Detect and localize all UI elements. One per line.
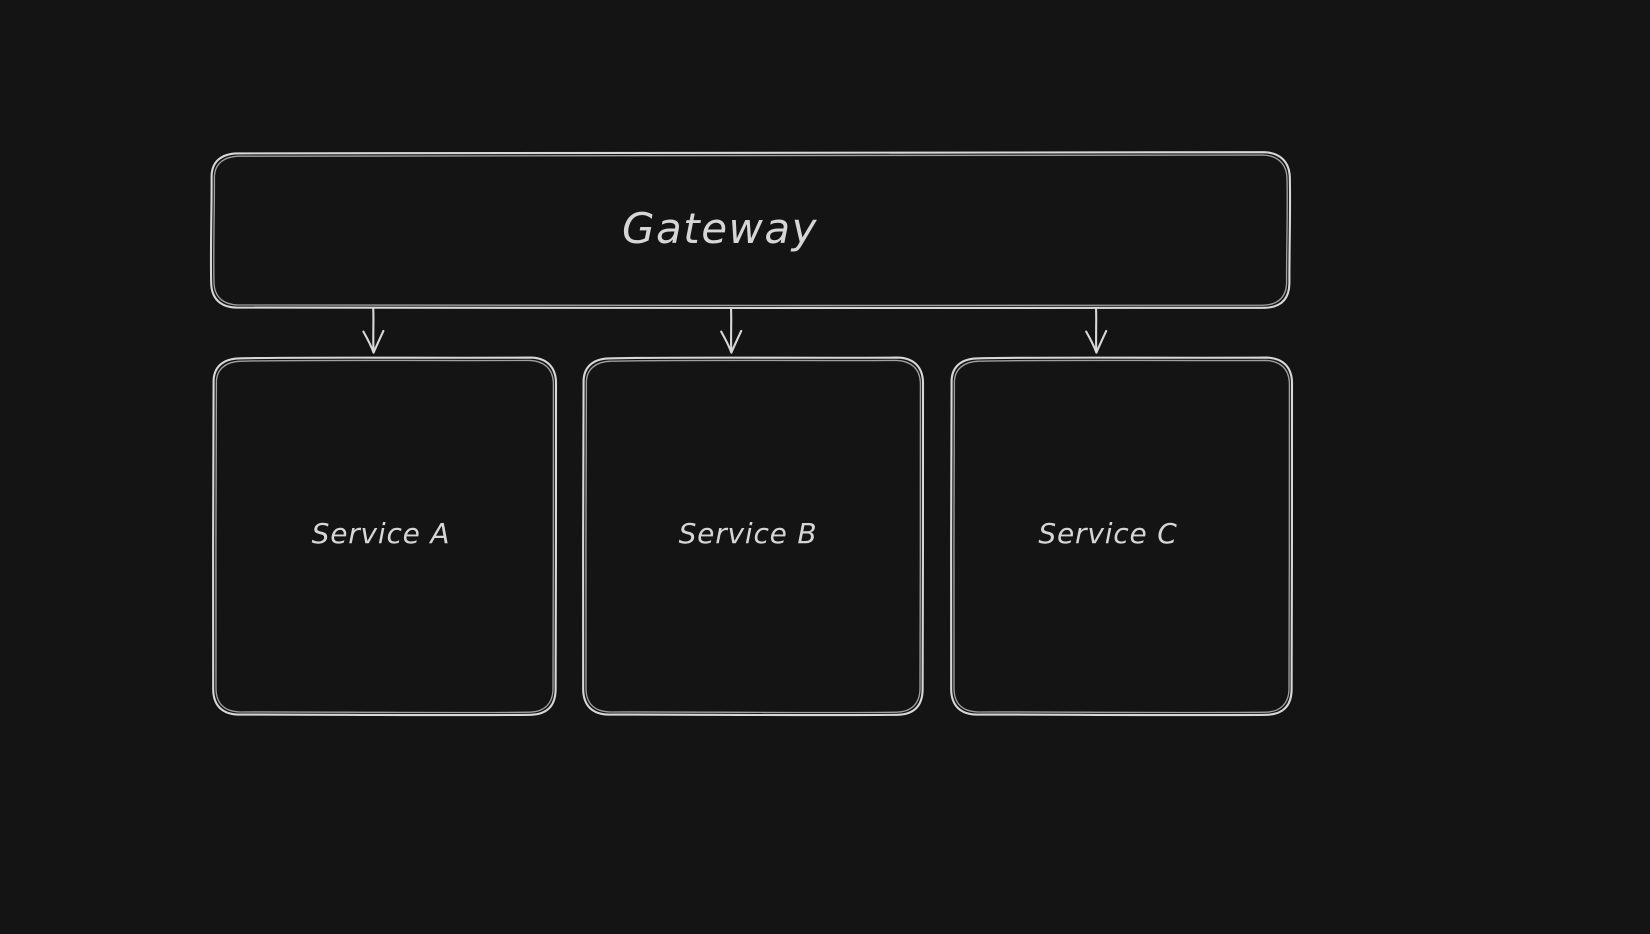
gateway-label: Gateway (622, 204, 818, 253)
arrow-head-icon (720, 329, 743, 354)
arrow-head-icon (362, 329, 385, 354)
service-b-label: Service B (679, 517, 818, 550)
node-service-c[interactable]: Service C (949, 356, 1294, 717)
service-c-outline-second-pass (953, 359, 1291, 714)
gateway-outline-second-pass (213, 154, 1288, 307)
service-a-outline-second-pass (215, 359, 555, 714)
gateway-fill (211, 152, 1290, 308)
arrow-gateway-to-service-a[interactable] (362, 307, 385, 354)
service-a-fill (213, 357, 556, 715)
service-c-fill (951, 357, 1292, 715)
service-a-outline (211, 356, 558, 717)
service-c-outline (949, 356, 1294, 717)
service-b-outline (581, 356, 925, 717)
node-service-a[interactable]: Service A (211, 356, 558, 717)
node-gateway[interactable]: Gateway (209, 151, 1292, 310)
node-service-b[interactable]: Service B (581, 356, 925, 717)
service-b-outline-second-pass (585, 359, 922, 714)
service-b-fill (583, 357, 923, 715)
arrow-gateway-to-service-c[interactable] (1085, 307, 1108, 354)
arrow-head-icon (1085, 329, 1108, 354)
arrow-gateway-to-service-b[interactable] (720, 307, 743, 354)
service-a-label: Service A (312, 517, 451, 550)
gateway-outline (209, 151, 1292, 310)
service-c-label: Service C (1038, 517, 1177, 550)
